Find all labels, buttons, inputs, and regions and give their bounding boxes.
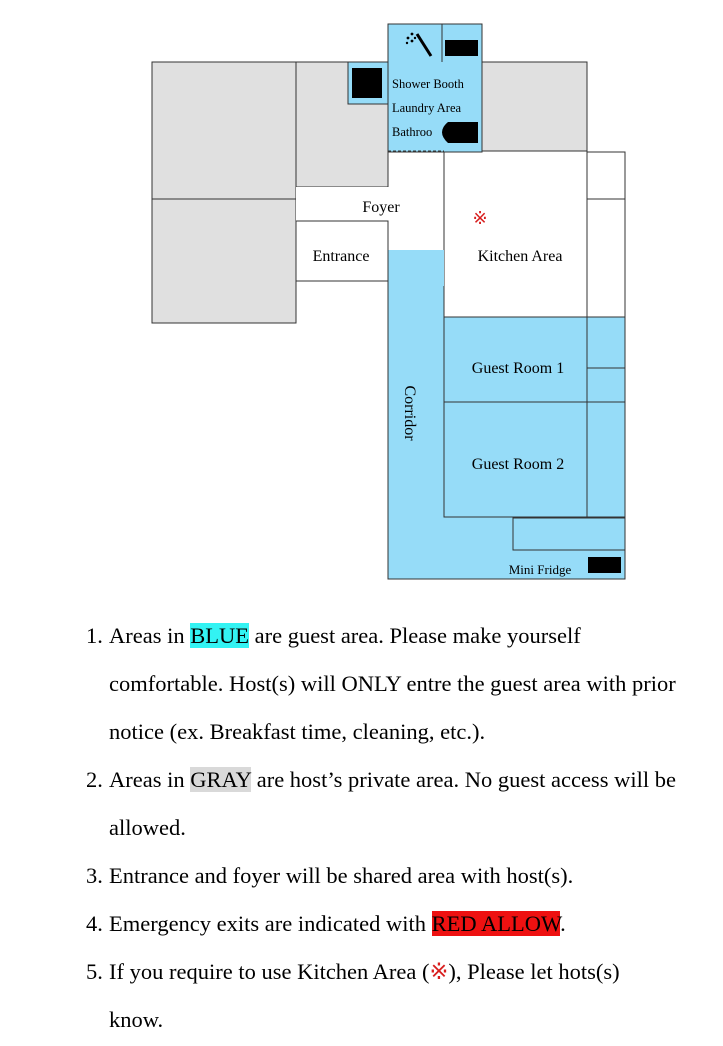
kitchen-area-room	[443, 150, 588, 318]
guest-room-1-closet-a	[586, 316, 626, 369]
toilet-fixture	[442, 122, 478, 143]
rule-text: comfortable. Host(s) will ONLY entre the…	[109, 671, 676, 696]
blue-highlight: BLUE	[190, 623, 249, 648]
rule-item-2: 2. Areas in GRAY are host’s private area…	[86, 756, 723, 852]
laundry-area-label: Laundry Area	[392, 101, 462, 115]
rule-text: If you require to use Kitchen Area (	[109, 959, 430, 984]
rule-number: 1.	[86, 623, 103, 648]
rule-number: 2.	[86, 767, 103, 792]
floor-plan: Shower Booth Laundry Area Bathroo Foyer …	[151, 23, 626, 580]
mini-fridge-fixture	[588, 557, 621, 573]
guest-room-2-label: Guest Room 2	[472, 456, 564, 473]
corridor-label: Corridor	[401, 385, 418, 441]
guest-room-1-label: Guest Room 1	[472, 360, 564, 377]
rule-item-4: 4. Emergency exits are indicated with RE…	[86, 900, 723, 948]
kitchen-mark-icon: ※	[472, 208, 487, 229]
guest-room-2-area	[443, 401, 588, 518]
shower-head-icon	[405, 32, 433, 57]
washer-fixture	[352, 68, 382, 98]
rule-text: Entrance and foyer will be shared area w…	[109, 863, 574, 888]
host-room-left-top	[151, 61, 297, 200]
rule-text: ), Please let hots(s)	[448, 959, 620, 984]
foyer-label: Foyer	[362, 199, 400, 216]
rule-text: .	[560, 911, 566, 936]
rule-text: Areas in	[109, 767, 191, 792]
kitchen-mark-icon: ※	[429, 959, 449, 984]
bathroom-label: Bathroo	[392, 125, 432, 139]
rule-text: allowed.	[109, 815, 186, 840]
cabinet-fixture	[445, 40, 478, 56]
kitchen-side-cell-1	[586, 151, 626, 200]
rule-item-3: 3. Entrance and foyer will be shared are…	[86, 852, 723, 900]
rule-item-1: 1. Areas in BLUE are guest area. Please …	[86, 612, 723, 756]
rule-text: know.	[109, 1007, 164, 1032]
rule-text: notice (ex. Breakfast time, cleaning, et…	[109, 719, 486, 744]
shower-booth-label: Shower Booth	[392, 77, 465, 91]
rule-text: are host’s private area. No guest access…	[251, 767, 676, 792]
house-rules-list: 1. Areas in BLUE are guest area. Please …	[86, 612, 723, 1044]
guest-room-1-area	[443, 316, 588, 403]
rule-text: Emergency exits are indicated with	[109, 911, 432, 936]
gray-highlight: GRAY	[190, 767, 252, 792]
rule-number: 5.	[86, 959, 103, 984]
guest-room-2-closet	[586, 401, 626, 518]
rule-text: Areas in	[109, 623, 191, 648]
red-highlight: RED ALLOW	[431, 911, 561, 936]
foyer-area-upper	[388, 151, 444, 250]
storage-shelf	[512, 517, 626, 551]
rule-number: 3.	[86, 863, 103, 888]
host-room-right-top	[481, 61, 588, 152]
rule-text: are guest area. Please make yourself	[248, 623, 581, 648]
host-room-left-bottom	[151, 198, 297, 324]
rule-number: 4.	[86, 911, 103, 936]
mini-fridge-label: Mini Fridge	[509, 562, 572, 577]
kitchen-area-label: Kitchen Area	[478, 248, 563, 265]
rule-item-5: 5. If you require to use Kitchen Area (※…	[86, 948, 723, 1044]
kitchen-side-cell-2	[586, 198, 626, 318]
guest-room-1-closet-b	[586, 367, 626, 403]
entrance-label: Entrance	[313, 248, 370, 265]
